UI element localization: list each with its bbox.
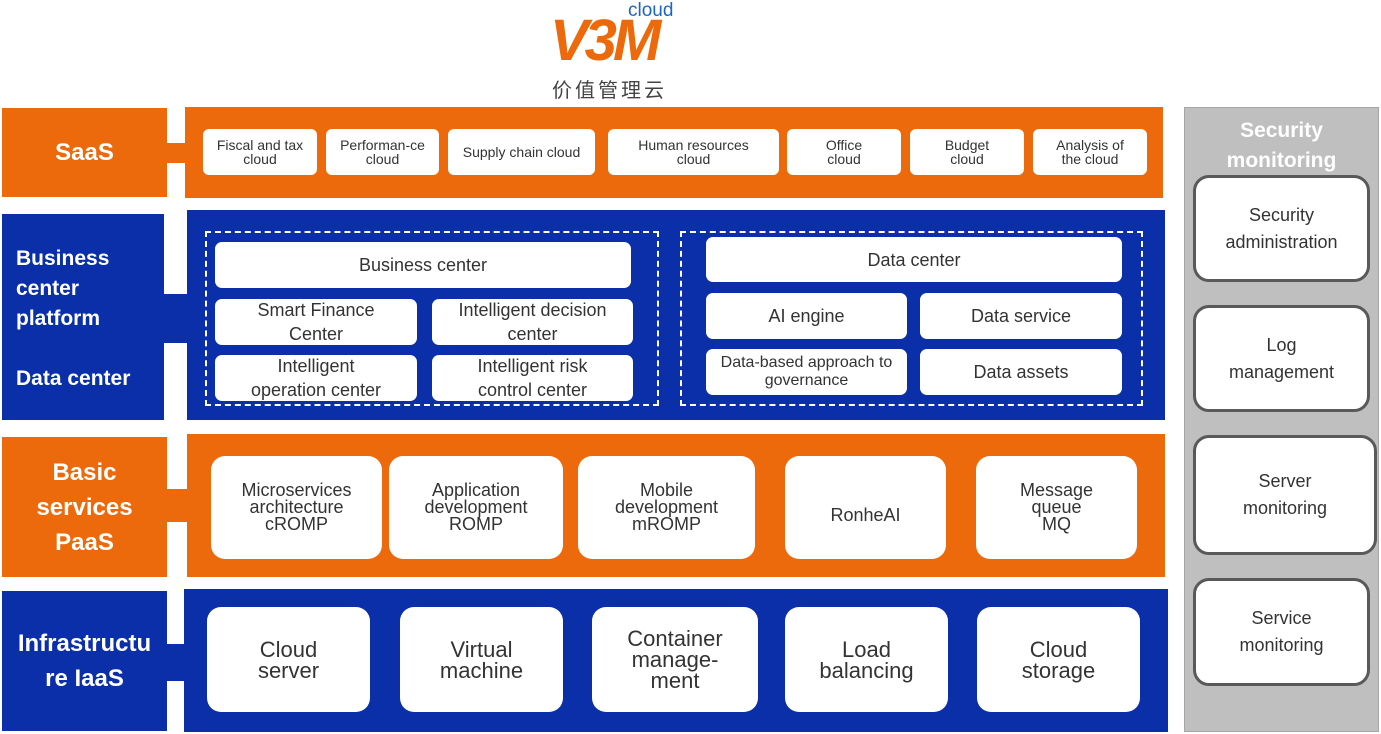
security-item-text: Service monitoring <box>1239 608 1324 655</box>
bc-connector <box>162 294 190 343</box>
iaas-item-text: Cloud storage <box>1021 636 1096 683</box>
bc-label-text: Business center platform <box>16 247 110 330</box>
iaas-item-cloud-storage: Cloud storage <box>977 607 1140 712</box>
saas-item-performance: Performan-ce cloud <box>326 129 439 175</box>
saas-item-human-resources: Human resources cloud <box>608 129 779 175</box>
paas-item-message-queue: Message queue MQ <box>976 456 1137 559</box>
data-governance: Data-based approach to governance <box>706 349 907 395</box>
iaas-item-text: Cloud server <box>257 636 320 683</box>
bc-label: Business center platform Data center <box>2 214 164 420</box>
business-center-group <box>205 231 659 406</box>
intelligent-operation-center: Intelligent operation center <box>215 355 417 401</box>
saas-label: SaaS <box>2 108 167 197</box>
saas-item-analysis: Analysis of the cloud <box>1033 129 1147 175</box>
dc-label-text: Data center <box>16 367 131 390</box>
saas-item-text: Office cloud <box>825 137 863 167</box>
paas-item-text: Mobile development mROMP <box>614 480 719 534</box>
saas-item-text: Human resources cloud <box>638 137 749 167</box>
saas-item-budget: Budget cloud <box>910 129 1024 175</box>
bc-item-text: Intelligent decision center <box>458 300 607 344</box>
iaas-item-cloud-server: Cloud server <box>207 607 370 712</box>
logo-main-text: V3M <box>550 8 661 73</box>
data-center-group <box>680 231 1143 406</box>
security-item-text: Security administration <box>1225 204 1338 252</box>
paas-item-text: Message queue MQ <box>1019 480 1094 534</box>
log-management: Log management <box>1193 305 1370 412</box>
server-monitoring: Server monitoring <box>1193 435 1377 555</box>
service-monitoring: Service monitoring <box>1193 578 1370 686</box>
paas-label: Basic services PaaS <box>2 437 167 577</box>
security-administration: Security administration <box>1193 175 1370 282</box>
saas-item-text: Analysis of the cloud <box>1056 137 1124 167</box>
business-center-text: Business center <box>358 255 488 275</box>
intelligent-decision-center: Intelligent decision center <box>432 299 633 345</box>
paas-item-text: Application development ROMP <box>424 480 528 534</box>
iaas-item-virtual-machine: Virtual machine <box>400 607 563 712</box>
saas-item-text: Performan-ce cloud <box>340 137 425 167</box>
saas-item-supply-chain: Supply chain cloud <box>448 129 595 175</box>
logo-cloud-text: cloud <box>628 0 674 21</box>
bc-item-text: Intelligent operation center <box>250 356 382 400</box>
logo-sub-text: 价值管理云 <box>552 78 667 102</box>
business-center-box: Business center <box>215 242 631 288</box>
paas-item-text: Microservices architecture cROMP <box>241 480 352 534</box>
data-center-box: Data center <box>706 237 1122 282</box>
iaas-connector <box>165 644 187 681</box>
saas-item-fiscal-tax: Fiscal and tax cloud <box>203 129 317 175</box>
dc-item-text: Data-based approach to governance <box>720 354 893 389</box>
bc-item-text: Intelligent risk control center <box>477 356 588 400</box>
paas-item-ronheai: RonheAI <box>785 456 946 559</box>
paas-item-application-dev: Application development ROMP <box>389 456 563 559</box>
iaas-label-text: Infrastructure IaaS <box>17 630 152 692</box>
ai-engine: AI engine <box>706 293 907 339</box>
saas-item-text: Fiscal and tax cloud <box>216 137 304 167</box>
dc-item-text: Data service <box>970 306 1072 326</box>
dc-item-text: Data assets <box>973 362 1069 382</box>
data-center-text: Data center <box>867 249 961 270</box>
saas-item-text: Supply chain cloud <box>462 144 581 160</box>
paas-item-mobile-dev: Mobile development mROMP <box>578 456 755 559</box>
iaas-item-load-balancing: Load balancing <box>785 607 948 712</box>
iaas-item-text: Container manage-ment <box>627 626 723 693</box>
paas-connector <box>165 489 189 522</box>
saas-item-office: Office cloud <box>787 129 901 175</box>
iaas-item-container-management: Container manage-ment <box>592 607 758 712</box>
bc-item-text: Smart Finance Center <box>257 300 375 344</box>
dc-item-text: AI engine <box>768 306 845 326</box>
paas-label-text: Basic services PaaS <box>36 458 133 556</box>
saas-connector <box>165 143 187 163</box>
paas-item-text: RonheAI <box>830 505 901 525</box>
iaas-label: Infrastructure IaaS <box>2 591 167 731</box>
intelligent-risk-control-center: Intelligent risk control center <box>432 355 633 401</box>
saas-item-text: Budget cloud <box>944 137 990 167</box>
iaas-item-text: Load balancing <box>819 636 914 683</box>
paas-item-microservices: Microservices architecture cROMP <box>211 456 382 559</box>
saas-label-text: SaaS <box>55 139 114 166</box>
smart-finance-center: Smart Finance Center <box>215 299 417 345</box>
data-service: Data service <box>920 293 1122 339</box>
data-assets: Data assets <box>920 349 1122 395</box>
security-item-text: Server monitoring <box>1242 471 1328 518</box>
iaas-item-text: Virtual machine <box>439 636 524 683</box>
logo: cloud V3M 价值管理云 <box>548 0 688 102</box>
security-item-text: Log management <box>1228 334 1335 382</box>
security-title: Security monitoring <box>1226 119 1337 172</box>
